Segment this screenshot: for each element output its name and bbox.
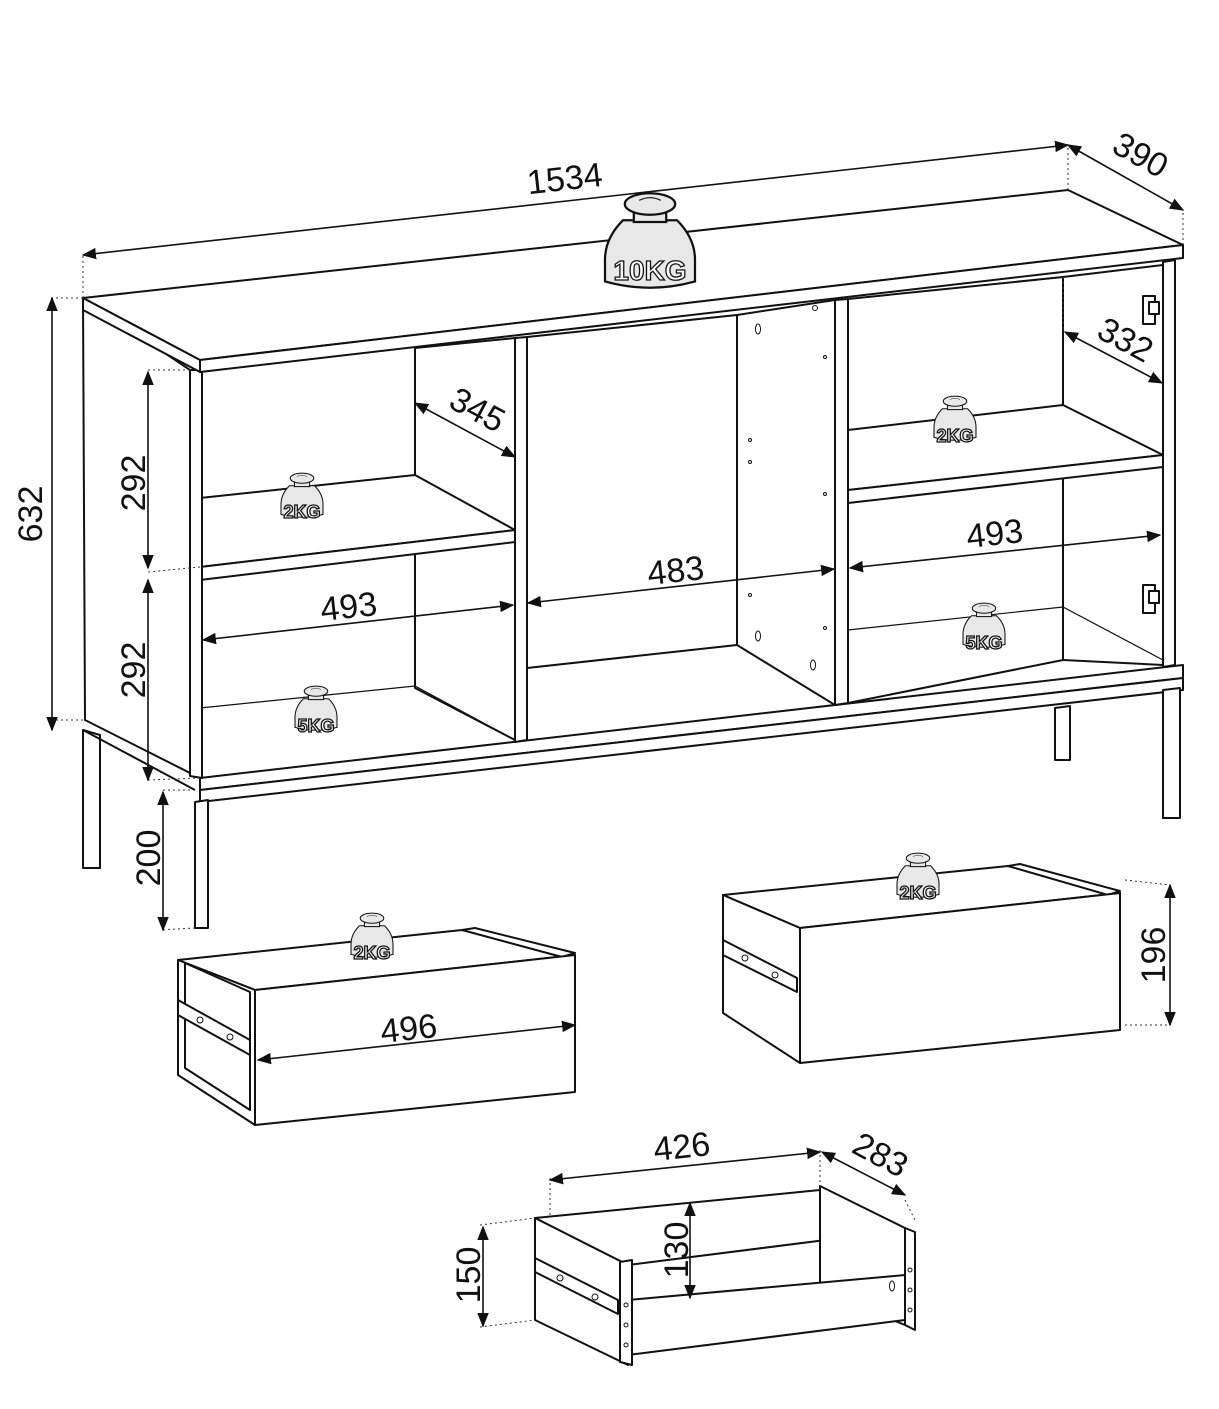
- sideboard: [82, 189, 1184, 929]
- drawer-box-width-line: [548, 1147, 822, 1185]
- right-upper-load-label: 2KG: [936, 426, 973, 446]
- right-drawer: 2KG 196: [722, 852, 1176, 1064]
- left-width-line: [201, 600, 515, 645]
- left-side-panel: [82, 297, 201, 779]
- lower-shelf-height-label: 292: [115, 642, 153, 699]
- left-bottom-load-label: 5KG: [297, 716, 334, 736]
- left-divider: [514, 336, 528, 743]
- depth-dimension-line: [1066, 144, 1185, 211]
- right-compartment-width-label: 493: [964, 512, 1025, 556]
- leg-back-left: [82, 729, 101, 869]
- drawer-box-depth-line: [820, 1151, 907, 1196]
- depth-label: 390: [1106, 125, 1174, 186]
- right-side-panel: [1162, 259, 1176, 668]
- bottom-panel: [199, 664, 1184, 791]
- drawer-front-width-line: [256, 1020, 577, 1065]
- top-load-label: 10KG: [613, 255, 686, 286]
- drawer-front-height-label: 196: [1135, 927, 1173, 984]
- drawer-box-depth-label: 283: [846, 1125, 914, 1185]
- drawer-slide-icon: [722, 939, 798, 993]
- leg-front-right: [1162, 687, 1181, 819]
- hinge-icon: [1142, 295, 1160, 325]
- right-shelf-depth-line: [1063, 331, 1164, 384]
- middle-side-panel: [736, 299, 836, 706]
- weight-5kg-icon: 5KG: [294, 685, 338, 737]
- right-drawer-load-label: 2KG: [899, 883, 936, 903]
- drawer-slide-icon: [534, 1257, 619, 1315]
- drawer-front-width-label: 496: [378, 1007, 439, 1051]
- weight-2kg-icon: 2KG: [933, 395, 977, 447]
- right-divider: [834, 298, 849, 706]
- hinge-icon: [1142, 584, 1160, 614]
- left-upper-load-label: 2KG: [283, 502, 320, 522]
- left-compartment-width-label: 493: [318, 585, 379, 629]
- drawer-slide-icon: [177, 999, 251, 1056]
- drawer-box: 426 283 150 130: [450, 1125, 916, 1366]
- left-drawer: 2KG 496: [177, 912, 577, 1126]
- left-drawer-load-label: 2KG: [353, 943, 390, 963]
- extension-lines: [50, 145, 1184, 1026]
- leg-back-right: [1054, 705, 1071, 761]
- drawer-front: [799, 892, 1121, 1064]
- upper-shelf-height-label: 292: [115, 455, 153, 512]
- width-label: 1534: [525, 156, 604, 202]
- drawer-box-width-label: 426: [652, 1125, 712, 1169]
- weight-5kg-icon: 5KG: [962, 602, 1006, 654]
- left-shelf-depth-line: [413, 402, 517, 458]
- weight-2kg-icon: 2KG: [280, 472, 324, 523]
- middle-compartment-width-label: 483: [645, 549, 706, 593]
- leg-height-label: 200: [130, 830, 168, 887]
- drawer-inner-height-label: 130: [658, 1222, 696, 1279]
- width-dimension-line: [81, 140, 1070, 260]
- height-label: 632: [12, 486, 50, 543]
- leg-front-left: [194, 799, 209, 929]
- right-width-line: [848, 530, 1162, 573]
- right-bottom-load-label: 5KG: [965, 633, 1002, 653]
- weight-10kg-icon: 10KG: [603, 192, 697, 289]
- middle-width-line: [526, 564, 836, 608]
- drawer-box-height-label: 150: [450, 1247, 488, 1304]
- plinth-frame: [199, 677, 1184, 803]
